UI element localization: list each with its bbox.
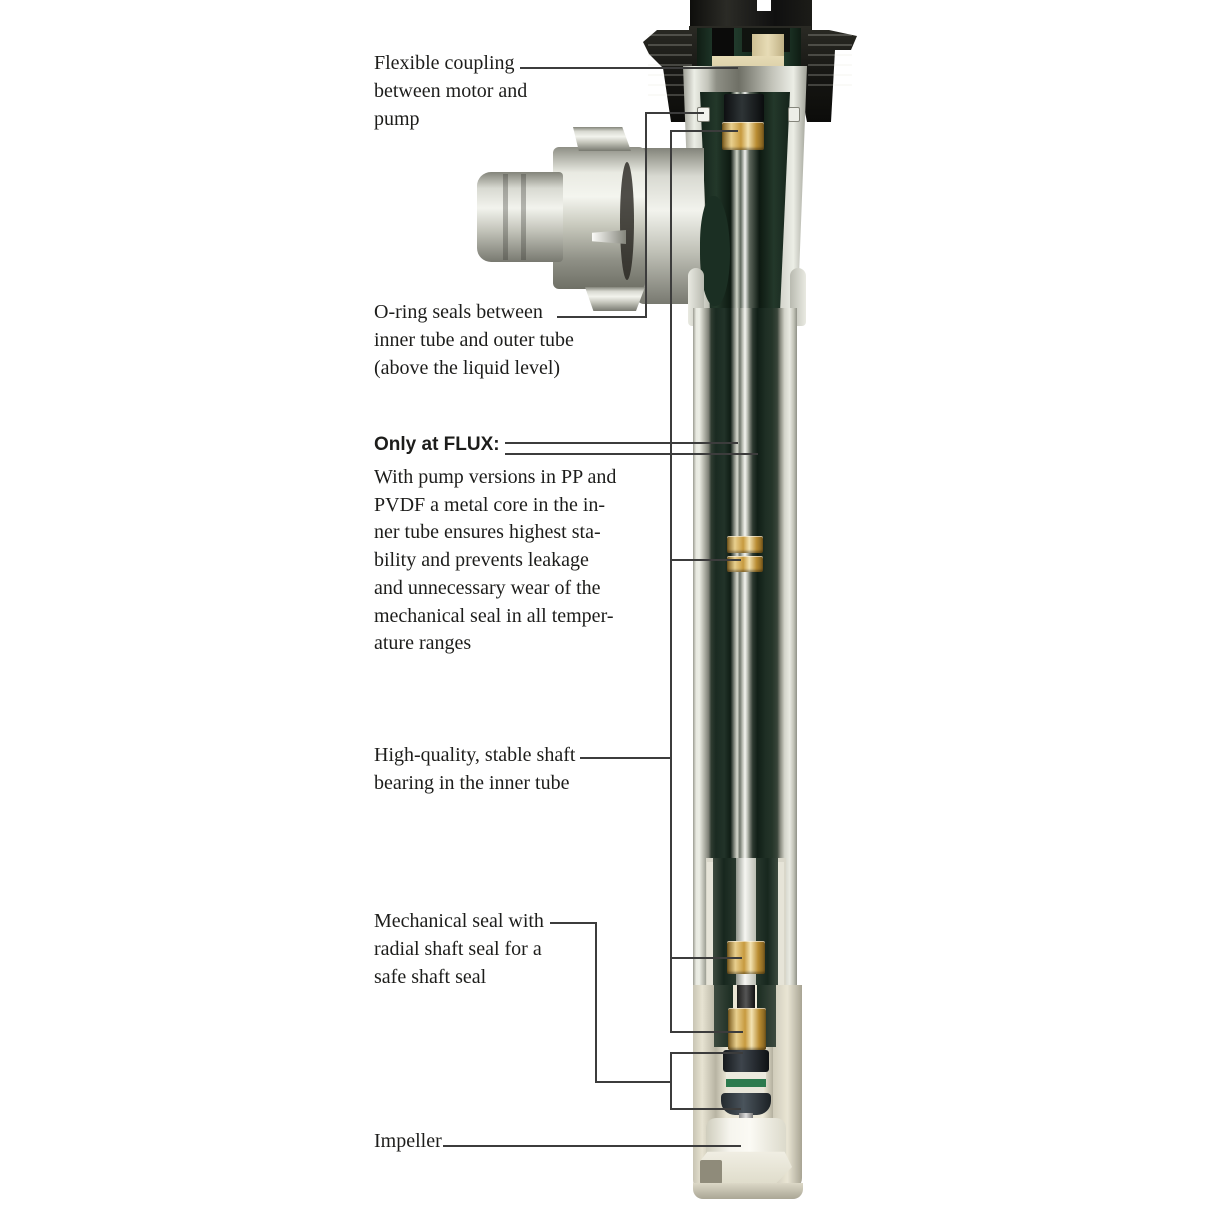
- label-mechanical-seal: Mechanical seal with radial shaft seal f…: [374, 907, 544, 991]
- leader-flux-upper: [505, 442, 738, 444]
- o-ring-left: [697, 107, 710, 122]
- label-line: inner tube and outer tube: [374, 329, 574, 351]
- leader-seal-horizontal: [595, 1081, 672, 1083]
- radial-shaft-seal: [721, 1093, 771, 1115]
- label-line: Impeller: [374, 1130, 442, 1152]
- leader-seal-text: [550, 922, 597, 924]
- leader-oring-top: [645, 112, 704, 114]
- label-line: Mechanical seal with: [374, 910, 544, 932]
- label-line: bearing in the inner tube: [374, 772, 570, 794]
- coupling-hub-left: [712, 28, 734, 62]
- leader-flux-lower: [505, 453, 758, 455]
- label-line: O-ring seals between: [374, 301, 543, 323]
- leader-seal-bracket: [670, 1052, 672, 1110]
- label-oring-seals: O-ring seals between inner tube and oute…: [374, 298, 574, 382]
- union-nut-wing-top: [573, 127, 631, 151]
- motor-stem-notch: [757, 0, 771, 11]
- leader-seal-branch-lower: [670, 1108, 741, 1110]
- label-line: and unnecessary wear of the: [374, 576, 601, 599]
- label-shaft-bearing: High-quality, stable shaft bearing in th…: [374, 741, 575, 797]
- shaft-bearing-bushings-middle-a: [727, 536, 763, 553]
- bottom-bearing: [728, 1008, 766, 1050]
- union-nut-gasket: [620, 162, 634, 280]
- label-flexible-coupling: Flexible coupling between motor and pump: [374, 49, 527, 133]
- label-line: Flexible coupling: [374, 52, 515, 74]
- leader-seal-vertical: [595, 922, 597, 1083]
- label-line: (above the liquid level): [374, 357, 561, 379]
- mechanical-seal-stack: [723, 1050, 769, 1072]
- green-o-ring: [726, 1079, 766, 1087]
- leader-bearing-branch-top: [670, 130, 738, 132]
- seal-white-ring-lower: [728, 1087, 764, 1093]
- shaft-lower-dark: [737, 985, 755, 1015]
- union-nut-wing-bottom: [585, 287, 645, 311]
- label-line: mechanical seal in all temper-: [374, 604, 614, 627]
- label-line: bility and prevents leakage: [374, 549, 589, 572]
- leader-oring-horizontal: [557, 316, 646, 318]
- label-line: radial shaft seal for a: [374, 938, 542, 960]
- label-line: High-quality, stable shaft: [374, 744, 576, 766]
- cut-edge-left: [707, 862, 713, 990]
- cooling-fins-right: [808, 34, 852, 92]
- label-line: ature ranges: [374, 632, 472, 655]
- suction-foot-notch: [700, 1160, 722, 1184]
- leader-oring-vertical: [645, 112, 647, 318]
- only-at-flux-heading: Only at FLUX:: [374, 434, 500, 455]
- label-line: ner tube ensures highest sta-: [374, 521, 601, 544]
- shaft-bearing-bushing-top: [722, 122, 764, 150]
- leader-bearing-branch-bottom: [670, 1031, 743, 1033]
- head-interior-cavity: [700, 196, 730, 306]
- suction-foot: [693, 1183, 803, 1199]
- leader-flexible-coupling: [520, 67, 738, 69]
- cut-edge-right: [778, 862, 784, 990]
- leader-bearing-vertical: [670, 130, 672, 1033]
- shaft-hub: [724, 94, 764, 122]
- label-line: between motor and: [374, 80, 528, 102]
- label-line: safe shaft seal: [374, 966, 487, 988]
- leader-bearing-branch-middle: [670, 559, 741, 561]
- label-line: PVDF a metal core in the in-: [374, 493, 606, 516]
- leader-bearing-branch-lower: [670, 957, 742, 959]
- label-line: With pump versions in PP and: [374, 466, 617, 488]
- o-ring-right: [788, 107, 800, 122]
- label-line: pump: [374, 108, 420, 130]
- seal-white-ring-upper: [726, 1072, 766, 1079]
- leader-impeller: [443, 1145, 741, 1147]
- leader-seal-branch-upper: [670, 1052, 743, 1054]
- nozzle-groove-2: [521, 174, 526, 260]
- label-only-at-flux: Only at FLUX: With pump versions in PP a…: [374, 431, 616, 658]
- hose-outlet-nozzle: [477, 172, 563, 262]
- union-nut-wedge: [592, 230, 626, 244]
- leader-bearing-text: [580, 757, 672, 759]
- nozzle-groove-1: [503, 174, 508, 260]
- label-impeller: Impeller: [374, 1127, 442, 1155]
